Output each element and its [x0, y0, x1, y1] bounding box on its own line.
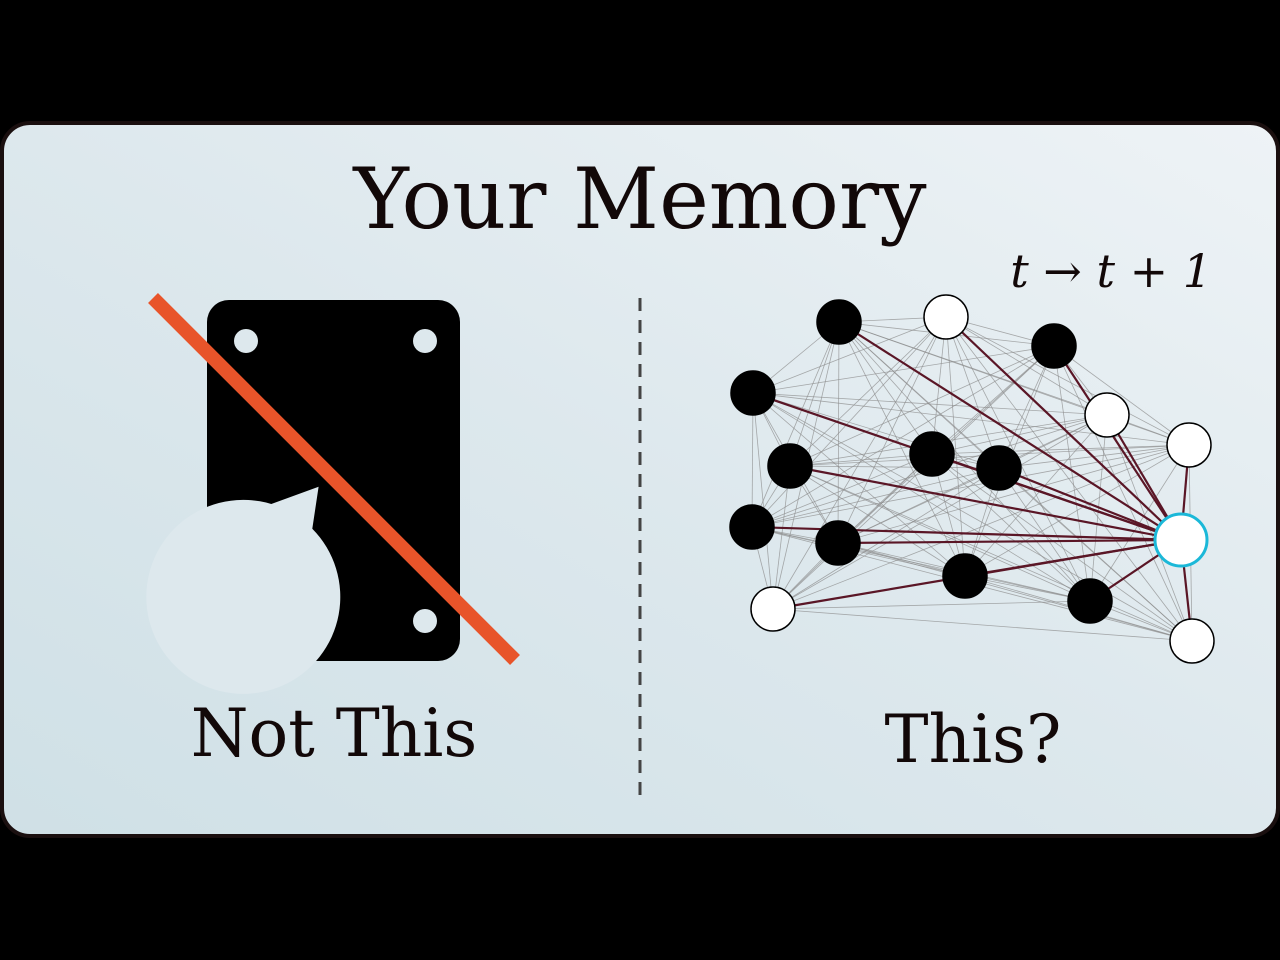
focus-edge [838, 321, 1182, 541]
network-node [767, 443, 813, 489]
network-edge [964, 444, 1190, 577]
focus-edge [1053, 345, 1182, 541]
network-edge [964, 414, 1108, 577]
network-edge [837, 542, 1193, 642]
network-edge [772, 465, 791, 610]
network-edge [931, 453, 1193, 642]
network-edge [789, 316, 947, 467]
network-node [923, 294, 969, 340]
network-edge [752, 316, 947, 394]
network-node [729, 504, 775, 550]
page-title: Your Memory [352, 150, 927, 248]
focus-edge [837, 538, 1182, 545]
network-edge [752, 392, 966, 577]
network-edge [789, 345, 1055, 467]
focus-edge [931, 452, 1182, 542]
network-node [1031, 323, 1077, 369]
network-node [1084, 392, 1130, 438]
network-edge [751, 345, 1055, 528]
network-edge [837, 414, 1108, 544]
network-edge [931, 414, 1108, 455]
network-edge [998, 467, 1091, 602]
network-node-focus [1153, 512, 1209, 568]
network-edge [837, 316, 947, 544]
strike-through [148, 293, 520, 665]
network-edge [751, 467, 1000, 528]
network-edge [772, 345, 1055, 610]
network-edge [838, 321, 1091, 602]
network-edge [931, 453, 1091, 602]
network-edge [789, 465, 966, 577]
network-edge [1053, 345, 1091, 602]
network-edge [752, 392, 1193, 642]
network-node [730, 370, 776, 416]
network-nodes [729, 294, 1215, 664]
network-edge [1053, 345, 1190, 446]
network-edge [772, 600, 1091, 610]
network-node [816, 299, 862, 345]
network-edge [789, 465, 1000, 469]
network-node [750, 586, 796, 632]
network-edge [752, 392, 1000, 469]
network-edge [752, 392, 1091, 602]
network-node [1166, 422, 1212, 468]
network-edge [789, 465, 1193, 642]
network-node [942, 553, 988, 599]
network-node [1169, 618, 1215, 664]
network-edge [751, 453, 933, 528]
network-edge [751, 526, 1091, 602]
network-edge [752, 392, 774, 610]
network-edge [1053, 345, 1193, 642]
network-node [815, 520, 861, 566]
network-edge [945, 316, 1000, 469]
network-edge [752, 345, 1055, 394]
network-edge [752, 392, 1190, 446]
network-edge [772, 444, 1190, 610]
network-edge [838, 321, 933, 455]
network-edge [772, 467, 1000, 610]
time-step-label: t → t + 1 [1010, 244, 1212, 298]
network-edge [931, 444, 1190, 455]
network-edge [945, 316, 1108, 416]
network-edge [945, 316, 1193, 642]
network-edge [772, 608, 1193, 642]
network-edge [945, 316, 1190, 446]
network-edge [772, 414, 1108, 610]
focus-edge [945, 316, 1182, 541]
focus-edge [998, 466, 1182, 542]
network-edge [931, 345, 1055, 455]
network-edge [789, 321, 840, 467]
left-caption: Not This [191, 695, 478, 772]
network-node [1067, 578, 1113, 624]
network-edge [751, 321, 840, 528]
network-graph [729, 294, 1215, 664]
right-caption: This? [885, 701, 1062, 778]
network-node [909, 431, 955, 477]
focus-edge [789, 464, 1182, 542]
network-edge [752, 392, 1108, 416]
network-node [976, 445, 1022, 491]
network-edge [789, 453, 933, 467]
